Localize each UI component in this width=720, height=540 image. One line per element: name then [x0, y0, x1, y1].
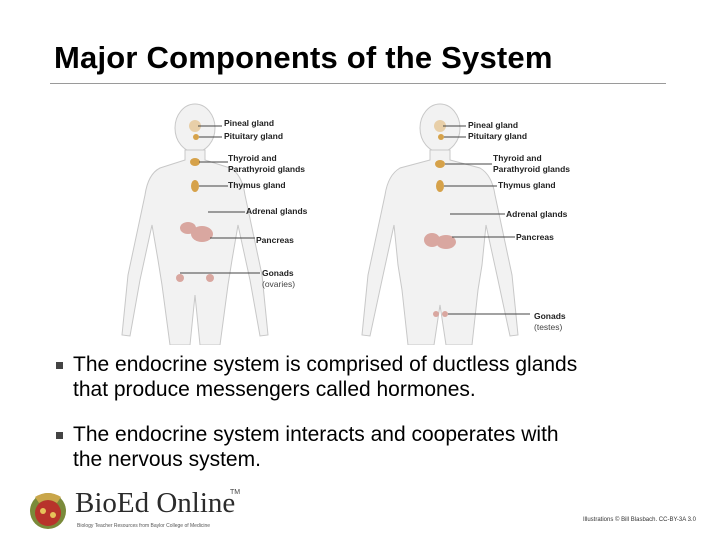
title-divider: [50, 83, 666, 84]
male-label-parathyroid: Parathyroid glands: [493, 164, 570, 174]
bullet-line: the nervous system.: [73, 448, 261, 471]
female-label-ovaries: (ovaries): [262, 279, 295, 289]
bullet-line: The endocrine system interacts and coope…: [73, 423, 559, 446]
female-glands: [176, 120, 214, 282]
female-label-thyroid: Thyroid and: [228, 153, 277, 163]
male-glands: [424, 120, 456, 317]
endocrine-figure: Pineal gland Pituitary gland Thyroid and…: [121, 103, 570, 345]
female-label-parathyroid: Parathyroid glands: [228, 164, 305, 174]
bullet-list: The endocrine system is comprised of duc…: [56, 352, 676, 492]
male-label-pancreas: Pancreas: [516, 232, 554, 242]
female-label-thymus: Thymus gland: [228, 180, 286, 190]
male-label-thymus: Thymus gland: [498, 180, 556, 190]
female-leader-lines: [180, 125, 260, 274]
bullet-line: that produce messengers called hormones.: [73, 378, 476, 401]
slide-title: Major Components of the System: [54, 40, 553, 75]
female-labels: Pineal gland Pituitary gland Thyroid and…: [224, 118, 308, 289]
male-label-gonads: Gonads: [534, 311, 566, 321]
logo-tagline: Biology Teacher Resources from Baylor Co…: [77, 523, 211, 529]
male-label-pituitary: Pituitary gland: [468, 131, 527, 141]
female-label-pancreas: Pancreas: [256, 235, 294, 245]
male-label-testes: (testes): [534, 322, 563, 332]
male-label-adrenal: Adrenal glands: [506, 209, 568, 219]
male-leader-lines: [443, 125, 530, 315]
male-label-thyroid: Thyroid and: [493, 153, 542, 163]
bullet-line: The endocrine system is comprised of duc…: [73, 353, 578, 376]
bullet-item: The endocrine system is comprised of duc…: [56, 352, 676, 402]
female-label-pineal: Pineal gland: [224, 118, 274, 128]
female-label-gonads: Gonads: [262, 268, 294, 278]
male-label-pineal: Pineal gland: [468, 120, 518, 130]
logo-name: BioEd Online: [75, 487, 236, 519]
bullet-square-icon: [56, 362, 63, 369]
female-label-adrenal: Adrenal glands: [246, 206, 308, 216]
bullet-item: The endocrine system interacts and coope…: [56, 422, 676, 472]
bioed-online-logo: BioEd Online TM Biology Teacher Resource…: [25, 487, 245, 533]
illustration-credit: Illustrations © Bill Blasbach. CC-BY-3A …: [583, 517, 696, 523]
male-labels: Pineal gland Pituitary gland Thyroid and…: [468, 120, 570, 332]
bullet-square-icon: [56, 432, 63, 439]
female-label-pituitary: Pituitary gland: [224, 131, 283, 141]
bioed-emblem-icon: [30, 493, 66, 529]
logo-trademark: TM: [230, 489, 241, 496]
